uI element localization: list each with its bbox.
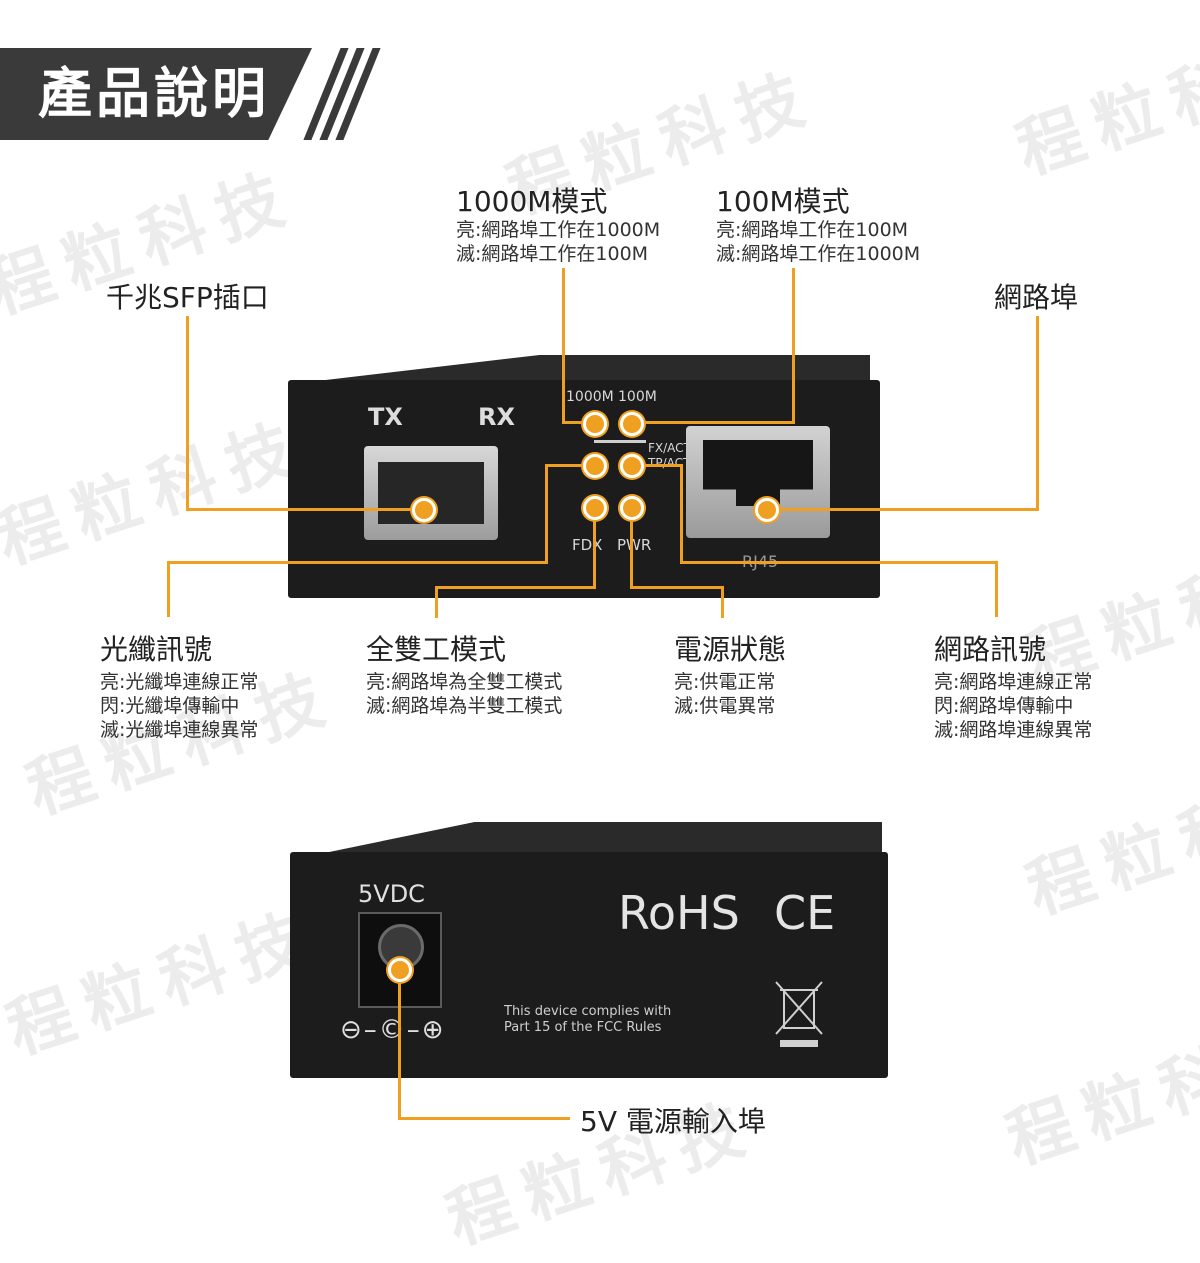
led-1000m-label: 1000M <box>566 389 614 405</box>
full-duplex-title: 全雙工模式 <box>366 633 507 666</box>
sfp-marker <box>412 498 436 522</box>
weee-bin-icon <box>775 981 823 1047</box>
sfp-leader-h <box>186 508 422 511</box>
net-signal-leader-h <box>680 561 998 564</box>
fiber-leader-h2 <box>545 464 595 467</box>
fiber-signal-desc: 亮:光纖埠連線正常 閃:光纖埠傳輸中 滅:光纖埠連線異常 <box>100 671 259 741</box>
led-100m-label: 100M <box>618 389 657 405</box>
mode-1000m-leader-v <box>562 268 565 423</box>
rj45-marker <box>755 498 779 522</box>
network-port-title: 網路埠 <box>994 281 1079 314</box>
sfp-leader-v <box>186 316 189 511</box>
mode-100m-leader-v <box>792 268 795 423</box>
fdx-label: FDX <box>572 536 603 554</box>
led-group-bracket <box>594 440 646 443</box>
watermark-7: 程粒科技 <box>1017 756 1200 930</box>
fdx-leader-h <box>435 586 596 589</box>
rohs-label: RoHS <box>618 886 740 940</box>
tp-act-label: TP/ACT <box>648 456 691 470</box>
power-input-title: 5V 電源輸入埠 <box>580 1105 766 1138</box>
mode-1000m-title: 1000M模式 <box>456 185 608 218</box>
led-fdx-marker <box>583 496 607 520</box>
watermark-9: 程粒科技 <box>997 1006 1200 1180</box>
power-input-leader-h <box>398 1117 570 1120</box>
ce-mark: CE <box>774 886 836 940</box>
net-signal-leader-h2 <box>631 464 683 467</box>
watermark-8: 程粒科技 <box>0 896 326 1070</box>
fcc-notice: This device complies with Part 15 of the… <box>504 1004 671 1036</box>
power-status-title: 電源狀態 <box>674 633 787 666</box>
page-title: 產品說明 <box>38 62 270 125</box>
led-pwr-marker <box>620 496 644 520</box>
network-signal-desc: 亮:網路埠連線正常 閃:網路埠傳輸中 滅:網路埠連線異常 <box>934 671 1093 741</box>
fx-act-label: FX/ACT <box>648 441 691 455</box>
voltage-label: 5VDC <box>358 880 425 908</box>
fiber-leader-v1 <box>167 561 170 617</box>
net-signal-leader-v2 <box>680 464 683 564</box>
full-duplex-desc: 亮:網路埠為全雙工模式 滅:網路埠為半雙工模式 <box>366 671 563 717</box>
pwr-leader-v2 <box>630 508 633 589</box>
fiber-signal-title: 光纖訊號 <box>100 633 213 666</box>
pwr-label: PWR <box>617 536 652 554</box>
pwr-leader-h <box>630 586 724 589</box>
sfp-callout-title: 千兆SFP插口 <box>106 281 269 314</box>
mode-100m-desc: 亮:網路埠工作在100M 滅:網路埠工作在1000M <box>716 219 921 265</box>
fcc-line-1: This device complies with <box>504 1004 672 1019</box>
pwr-leader-v1 <box>721 586 724 618</box>
mode-100m-title: 100M模式 <box>716 185 850 218</box>
led-tp-act-marker <box>620 454 644 478</box>
power-input-leader-v <box>398 970 401 1120</box>
mode-100m-leader-h <box>631 421 795 424</box>
tx-label: TX <box>368 403 403 431</box>
power-status-desc: 亮:供電正常 滅:供電異常 <box>674 671 776 717</box>
led-1000m-marker <box>583 412 607 436</box>
network-port-leader-h <box>766 508 1039 511</box>
rx-label: RX <box>478 403 515 431</box>
led-fx-act-marker <box>583 454 607 478</box>
front-device-top <box>300 355 870 383</box>
fcc-line-2: Part 15 of the FCC Rules <box>504 1020 662 1035</box>
dc-jack-marker <box>388 958 412 982</box>
led-100m-marker <box>620 412 644 436</box>
mode-1000m-desc: 亮:網路埠工作在1000M 滅:網路埠工作在100M <box>456 219 661 265</box>
network-port-leader-v <box>1036 316 1039 511</box>
network-signal-title: 網路訊號 <box>934 633 1047 666</box>
mode-1000m-leader-h <box>562 421 594 424</box>
watermark-3: 程粒科技 <box>1007 16 1200 190</box>
polarity-symbol: ⊖–©–⊕ <box>340 1015 446 1045</box>
fiber-leader-h <box>167 561 547 564</box>
fdx-leader-v1 <box>435 586 438 618</box>
header-banner <box>0 48 312 140</box>
watermark-4: 程粒科技 <box>0 406 316 580</box>
fiber-leader-v2 <box>545 466 548 564</box>
net-signal-leader-v1 <box>995 561 998 617</box>
fdx-leader-v2 <box>593 508 596 589</box>
